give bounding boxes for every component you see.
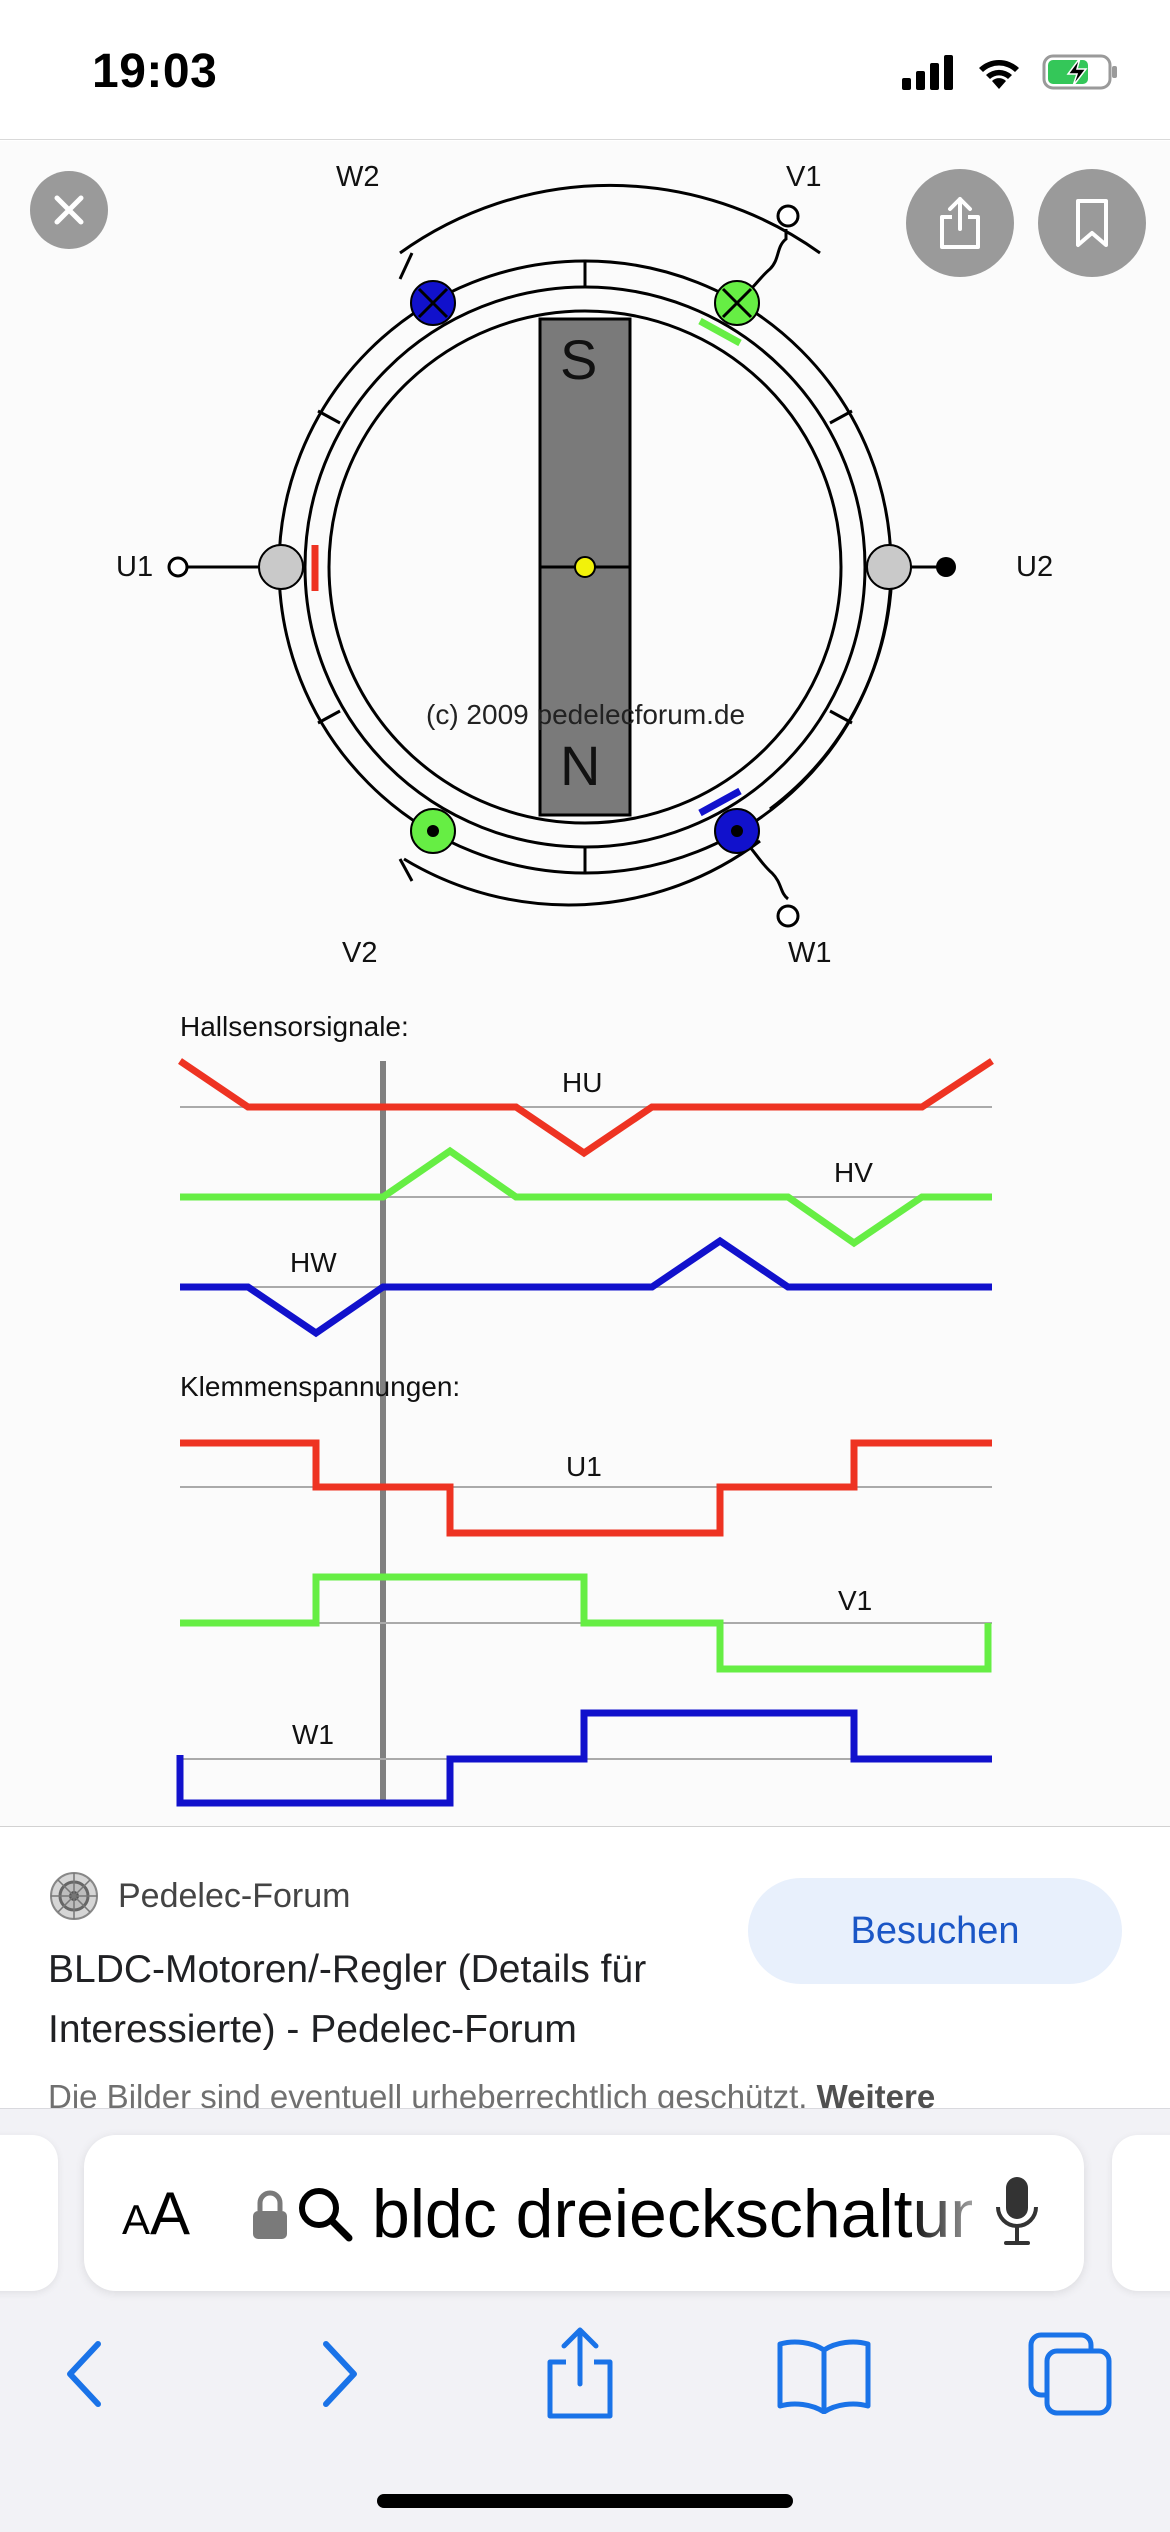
aa-big: A xyxy=(150,2180,191,2247)
tabs-icon xyxy=(1028,2332,1112,2416)
share-icon xyxy=(547,2327,613,2419)
forward-icon xyxy=(323,2341,357,2407)
coil-connectors xyxy=(258,280,912,854)
signal-label-hv: HV xyxy=(834,1157,873,1188)
signal-label-w1: W1 xyxy=(292,1719,334,1750)
address-fade xyxy=(904,2135,1014,2291)
back-button[interactable] xyxy=(24,2314,144,2434)
source-name: Pedelec-Forum xyxy=(118,1876,351,1915)
source-row[interactable]: Pedelec-Forum xyxy=(48,1870,350,1922)
signal-hv xyxy=(180,1146,992,1248)
label-v2: V2 xyxy=(342,937,378,969)
status-bar: 19:03 xyxy=(0,0,1170,140)
bookmarks-button[interactable] xyxy=(764,2314,884,2434)
address-text[interactable]: bldc dreieckschaltung xyxy=(372,2176,972,2252)
visit-button[interactable]: Besuchen xyxy=(748,1878,1122,1984)
tabs-button[interactable] xyxy=(1010,2314,1130,2434)
cellular-signal-icon xyxy=(902,55,953,90)
magnet-north-label: N xyxy=(560,734,601,797)
navigation-row xyxy=(0,2314,1170,2434)
address-bar[interactable]: AA bldc dreieckschaltung xyxy=(84,2135,1084,2291)
signal-label-v1: V1 xyxy=(838,1585,873,1616)
label-v1: V1 xyxy=(786,161,822,193)
home-indicator[interactable] xyxy=(377,2494,793,2508)
share-page-button[interactable] xyxy=(520,2314,640,2434)
label-w1: W1 xyxy=(788,937,832,969)
status-time: 19:03 xyxy=(92,45,218,98)
signal-w1 xyxy=(176,1709,992,1807)
microphone-icon[interactable] xyxy=(992,2173,1042,2253)
signal-label-u1: U1 xyxy=(566,1451,602,1482)
timing-diagram xyxy=(176,1058,994,1807)
forward-button[interactable] xyxy=(280,2314,400,2434)
share-button[interactable] xyxy=(906,169,1014,277)
signal-u1 xyxy=(180,1439,992,1537)
share-icon xyxy=(940,197,980,249)
site-favicon-icon xyxy=(50,1872,98,1920)
signal-v1 xyxy=(180,1573,992,1673)
next-tab-peek[interactable] xyxy=(1112,2135,1170,2291)
signal-hu xyxy=(178,1058,994,1158)
terminal-heading: Klemmenspannungen: xyxy=(180,1371,461,1402)
browser-toolbar: AA bldc dreieckschaltung xyxy=(0,2108,1170,2532)
wifi-icon xyxy=(979,60,1019,89)
image-result-card: Pedelec-Forum BLDC-Motoren/-Regler (Deta… xyxy=(0,1828,1170,2115)
close-icon xyxy=(54,195,84,225)
lock-icon xyxy=(253,2190,287,2239)
aa-small: A xyxy=(122,2196,151,2243)
watermark: (c) 2009 pedelecforum.de xyxy=(426,699,746,730)
previous-tab-peek[interactable] xyxy=(0,2135,58,2291)
close-button[interactable] xyxy=(30,171,108,249)
status-icons xyxy=(900,52,1120,92)
bookmark-icon xyxy=(1076,199,1108,247)
bookmarks-icon xyxy=(777,2339,871,2414)
reader-options-button[interactable]: AA xyxy=(122,2179,190,2248)
hall-sensor-markers xyxy=(311,317,742,817)
motor-diagram xyxy=(167,183,994,1807)
signal-hw xyxy=(180,1236,992,1338)
bookmark-button[interactable] xyxy=(1038,169,1146,277)
signal-label-hu: HU xyxy=(562,1067,603,1098)
hall-heading: Hallsensorsignale: xyxy=(180,1011,409,1042)
signal-label-hw: HW xyxy=(290,1247,337,1278)
rotor-magnet xyxy=(538,317,632,817)
magnet-south-label: S xyxy=(560,328,598,391)
image-viewer[interactable]: W2 V1 U1 U2 V2 W1 S N (c) 2009 pedelecfo… xyxy=(0,141,1170,1827)
battery-charging-icon xyxy=(1042,54,1117,90)
back-icon xyxy=(67,2341,101,2407)
label-u1: U1 xyxy=(116,551,154,583)
label-u2: U2 xyxy=(1016,551,1054,583)
search-icon xyxy=(299,2188,353,2242)
result-title[interactable]: BLDC-Motoren/-Regler (Details für Intere… xyxy=(48,1948,647,2051)
label-w2: W2 xyxy=(336,161,380,193)
